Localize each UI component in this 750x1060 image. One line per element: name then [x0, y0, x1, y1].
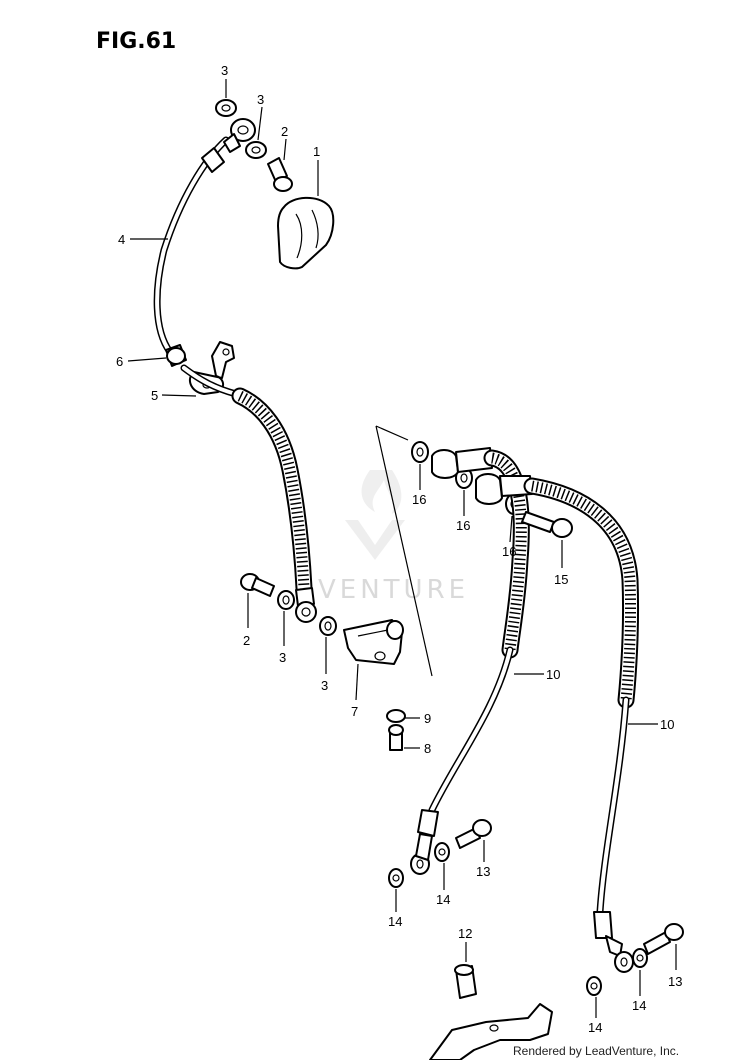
- callout-12: 12: [458, 926, 472, 941]
- callout-15: 15: [554, 572, 568, 587]
- part-10-lower-hose-left: [410, 447, 530, 875]
- part-16-washer-a: [411, 441, 429, 463]
- part-14-washer-a: [388, 868, 404, 888]
- callout-5: 5: [151, 388, 158, 403]
- callout-4: 4: [118, 232, 125, 247]
- part-10-lower-hose-right: [475, 473, 640, 973]
- figure-title: FIG.61: [96, 29, 176, 54]
- callout-3: 3: [321, 678, 328, 693]
- callout-14: 14: [632, 998, 646, 1013]
- callout-labels: 3 3 2 1 4 6 5 2 3 3 7 9 8 16 16 16 15 10…: [116, 63, 682, 1035]
- callout-14: 14: [588, 1020, 602, 1035]
- part-1-cap: [277, 196, 335, 270]
- callout-3: 3: [257, 92, 264, 107]
- credit-text: Rendered by LeadVenture, Inc.: [513, 1044, 679, 1058]
- part-13-banjo-bolt-a: [455, 819, 492, 849]
- part-3-washer-top-b: [245, 141, 267, 159]
- part-7-three-way-joint: [343, 619, 404, 665]
- callout-14: 14: [436, 892, 450, 907]
- callout-8: 8: [424, 741, 431, 756]
- part-15-bolt: [521, 511, 573, 538]
- part-8-bolt: [388, 724, 404, 751]
- part-14-washer-d: [632, 948, 648, 968]
- part-14-washer-c: [586, 976, 602, 996]
- part-4-upper-hose: [153, 118, 256, 367]
- callout-1: 1: [313, 144, 320, 159]
- callout-16: 16: [412, 492, 426, 507]
- assembly-indicator-line: [375, 425, 433, 677]
- part-12-grommet: [454, 964, 477, 999]
- part-3-washer-top-a: [215, 99, 237, 117]
- part-4-lower-hose-braid: [180, 364, 317, 623]
- part-13-banjo-bolt-b: [643, 923, 684, 955]
- callout-3: 3: [279, 650, 286, 665]
- leader-lines: [127, 79, 677, 1018]
- part-3-washer-mid-a: [277, 590, 295, 610]
- callout-6: 6: [116, 354, 123, 369]
- callout-13: 13: [476, 864, 490, 879]
- callout-3: 3: [221, 63, 228, 78]
- callout-14: 14: [388, 914, 402, 929]
- callout-13: 13: [668, 974, 682, 989]
- callout-9: 9: [424, 711, 431, 726]
- part-2-banjo-bolt-mid: [240, 573, 275, 597]
- part-2-banjo-bolt-top: [267, 157, 293, 192]
- part-9-lock-washer: [386, 709, 406, 723]
- callout-7: 7: [351, 704, 358, 719]
- callout-2: 2: [281, 124, 288, 139]
- callout-16: 16: [502, 544, 516, 559]
- callout-10: 10: [660, 717, 674, 732]
- watermark-text: VENTURE: [318, 575, 469, 605]
- part-3-washer-mid-b: [319, 616, 337, 636]
- part-6-grommet: [166, 347, 186, 365]
- part-14-washer-b: [434, 842, 450, 862]
- callout-16: 16: [456, 518, 470, 533]
- callout-10: 10: [546, 667, 560, 682]
- callout-2: 2: [243, 633, 250, 648]
- bottom-bracket: [429, 1003, 553, 1060]
- watermark-logo: [345, 470, 405, 560]
